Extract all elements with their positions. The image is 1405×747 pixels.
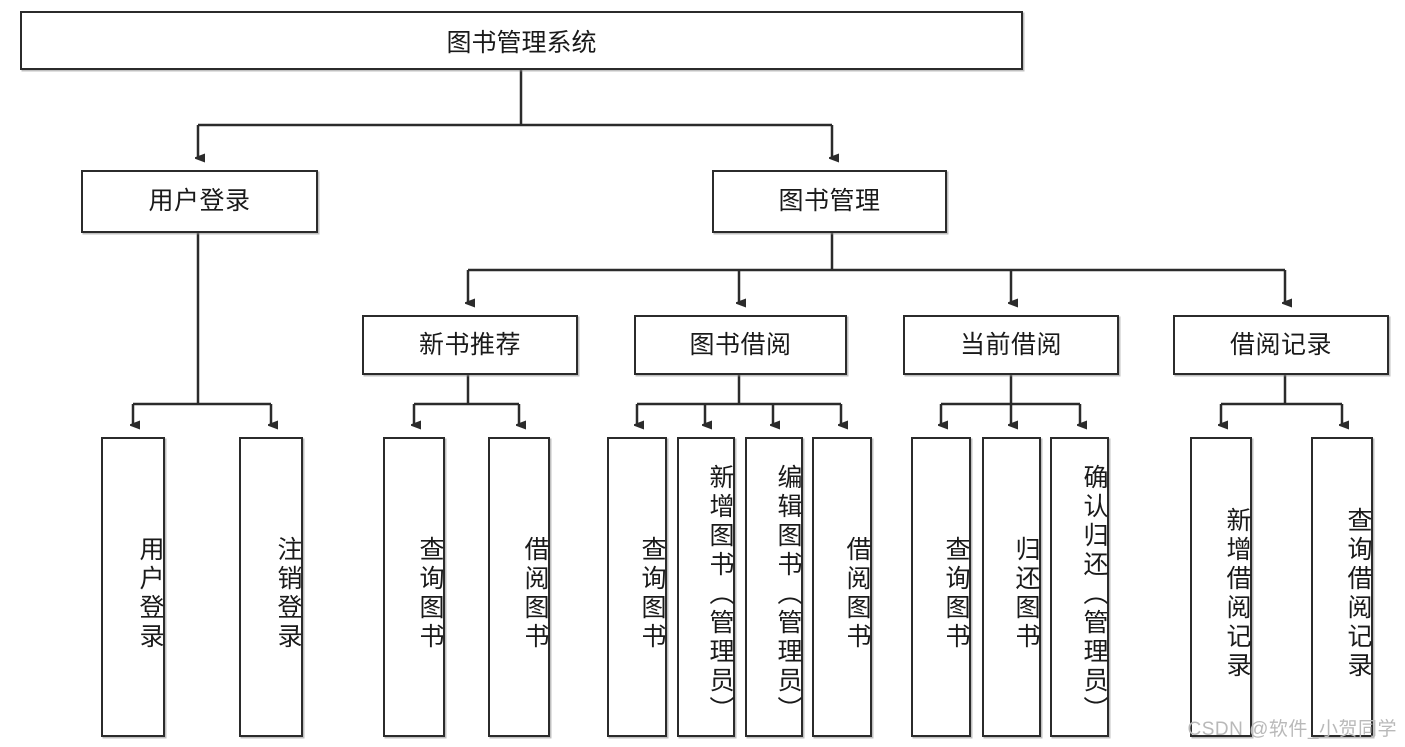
leaf-query-book-recommend-label: 查询图书 xyxy=(416,536,444,652)
leaf-logout[interactable]: 注销登录 xyxy=(239,437,303,737)
node-new-book-recommend-label: 新书推荐 xyxy=(418,330,521,359)
leaf-query-book-current-label: 查询图书 xyxy=(942,536,970,652)
node-current-borrow-label: 当前借阅 xyxy=(959,330,1062,359)
leaf-borrow-book-label: 借阅图书 xyxy=(843,536,871,652)
node-book-borrow-label: 图书借阅 xyxy=(689,330,792,359)
node-book-management[interactable]: 图书管理 xyxy=(712,170,947,233)
leaf-add-borrow-record-label: 新增借阅记录 xyxy=(1223,507,1251,681)
node-user-login[interactable]: 用户登录 xyxy=(81,170,318,233)
leaf-confirm-return-admin[interactable]: 确认归还（管理员） xyxy=(1050,437,1109,737)
node-book-management-label: 图书管理 xyxy=(778,187,881,216)
node-root[interactable]: 图书管理系统 xyxy=(20,11,1023,70)
leaf-query-book-recommend[interactable]: 查询图书 xyxy=(383,437,445,737)
leaf-query-book-current[interactable]: 查询图书 xyxy=(911,437,971,737)
node-root-label: 图书管理系统 xyxy=(446,28,597,57)
leaf-add-book-admin-label: 新增图书（管理员） xyxy=(706,463,734,725)
node-borrow-record-label: 借阅记录 xyxy=(1229,330,1332,359)
leaf-add-borrow-record[interactable]: 新增借阅记录 xyxy=(1190,437,1252,737)
leaf-borrow-book-recommend-label: 借阅图书 xyxy=(521,536,549,652)
node-borrow-record[interactable]: 借阅记录 xyxy=(1173,315,1389,375)
leaf-query-borrow-record-label: 查询借阅记录 xyxy=(1344,507,1372,681)
node-user-login-label: 用户登录 xyxy=(148,187,251,216)
leaf-user-login[interactable]: 用户登录 xyxy=(101,437,165,737)
leaf-return-book[interactable]: 归还图书 xyxy=(982,437,1041,737)
node-book-borrow[interactable]: 图书借阅 xyxy=(634,315,847,375)
watermark: CSDN @软件_小贺同学 xyxy=(1187,719,1397,740)
leaf-edit-book-admin[interactable]: 编辑图书（管理员） xyxy=(745,437,803,737)
node-current-borrow[interactable]: 当前借阅 xyxy=(903,315,1119,375)
leaf-query-book-borrow-label: 查询图书 xyxy=(638,536,666,652)
leaf-logout-label: 注销登录 xyxy=(274,536,302,652)
leaf-edit-book-admin-label: 编辑图书（管理员） xyxy=(774,463,802,725)
node-new-book-recommend[interactable]: 新书推荐 xyxy=(362,315,578,375)
leaf-borrow-book[interactable]: 借阅图书 xyxy=(812,437,872,737)
leaf-borrow-book-recommend[interactable]: 借阅图书 xyxy=(488,437,550,737)
leaf-return-book-label: 归还图书 xyxy=(1012,536,1040,652)
leaf-add-book-admin[interactable]: 新增图书（管理员） xyxy=(677,437,735,737)
leaf-confirm-return-admin-label: 确认归还（管理员） xyxy=(1080,463,1108,725)
leaf-query-book-borrow[interactable]: 查询图书 xyxy=(607,437,667,737)
leaf-query-borrow-record[interactable]: 查询借阅记录 xyxy=(1311,437,1373,737)
leaf-user-login-label: 用户登录 xyxy=(136,536,164,652)
